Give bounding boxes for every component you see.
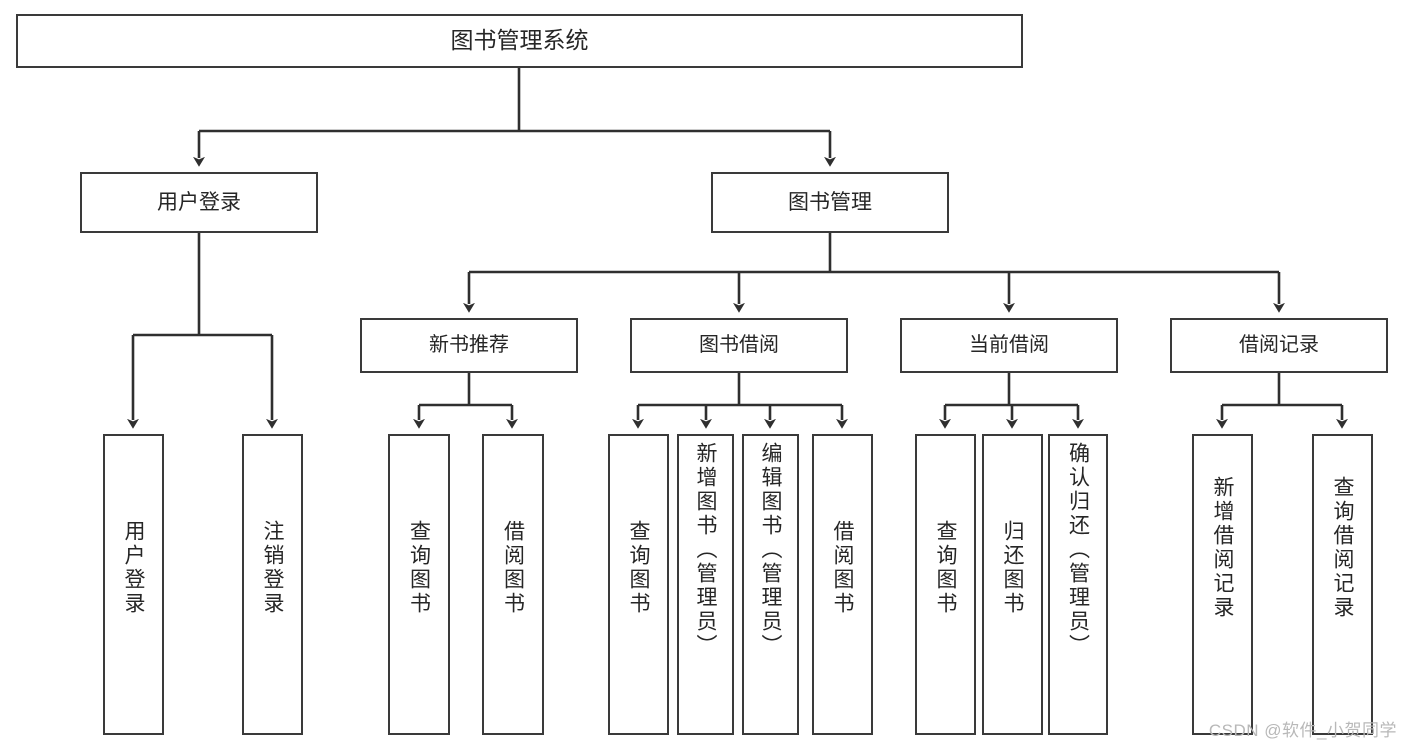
leaf-edit-book-admin[interactable]: 编辑图书（管理员）: [742, 434, 799, 735]
leaf-query-book-recommend[interactable]: 查询图书: [388, 434, 450, 735]
node-label: 图书管理系统: [450, 27, 589, 54]
leaf-borrow-book-recommend[interactable]: 借阅图书: [482, 434, 544, 735]
leaf-query-book-current[interactable]: 查询图书: [915, 434, 976, 735]
node-label: 图书管理: [788, 190, 872, 214]
node-label: 当前借阅: [969, 334, 1049, 357]
node-label: 用户登录: [122, 520, 145, 616]
node-label: 确认归还（管理员）: [1066, 442, 1090, 658]
node-label: 借阅图书: [831, 520, 854, 616]
node-label: 新增借阅记录: [1211, 476, 1234, 620]
node-label: 查询借阅记录: [1331, 476, 1354, 620]
watermark: CSDN @软件_小贺同学: [1208, 721, 1397, 740]
node-label: 新增图书（管理员）: [694, 442, 717, 658]
leaf-add-book-admin[interactable]: 新增图书（管理员）: [677, 434, 734, 735]
leaf-add-borrow-record[interactable]: 新增借阅记录: [1192, 434, 1253, 735]
node-user-login[interactable]: 用户登录: [80, 172, 318, 233]
node-book-borrow[interactable]: 图书借阅: [630, 318, 848, 373]
node-root-system[interactable]: 图书管理系统: [16, 14, 1023, 68]
leaf-query-borrow-record[interactable]: 查询借阅记录: [1312, 434, 1373, 735]
leaf-borrow-book[interactable]: 借阅图书: [812, 434, 873, 735]
node-label: 借阅图书: [501, 520, 525, 616]
node-label: 新书推荐: [429, 334, 509, 357]
node-label: 查询图书: [934, 520, 957, 616]
leaf-logout[interactable]: 注销登录: [242, 434, 303, 735]
node-new-book-recommend[interactable]: 新书推荐: [360, 318, 578, 373]
node-label: 用户登录: [157, 190, 241, 214]
leaf-user-login[interactable]: 用户登录: [103, 434, 164, 735]
node-label: 编辑图书（管理员）: [759, 442, 782, 658]
node-label: 图书借阅: [699, 334, 779, 357]
node-label: 注销登录: [261, 520, 284, 616]
leaf-query-book-borrow[interactable]: 查询图书: [608, 434, 669, 735]
node-borrow-record[interactable]: 借阅记录: [1170, 318, 1388, 373]
leaf-return-book[interactable]: 归还图书: [982, 434, 1043, 735]
node-label: 借阅记录: [1239, 334, 1319, 357]
node-book-management[interactable]: 图书管理: [711, 172, 949, 233]
leaf-confirm-return-admin[interactable]: 确认归还（管理员）: [1048, 434, 1108, 735]
node-label: 归还图书: [1001, 520, 1024, 616]
node-current-borrow[interactable]: 当前借阅: [900, 318, 1118, 373]
node-label: 查询图书: [627, 520, 650, 616]
node-label: 查询图书: [407, 520, 431, 616]
